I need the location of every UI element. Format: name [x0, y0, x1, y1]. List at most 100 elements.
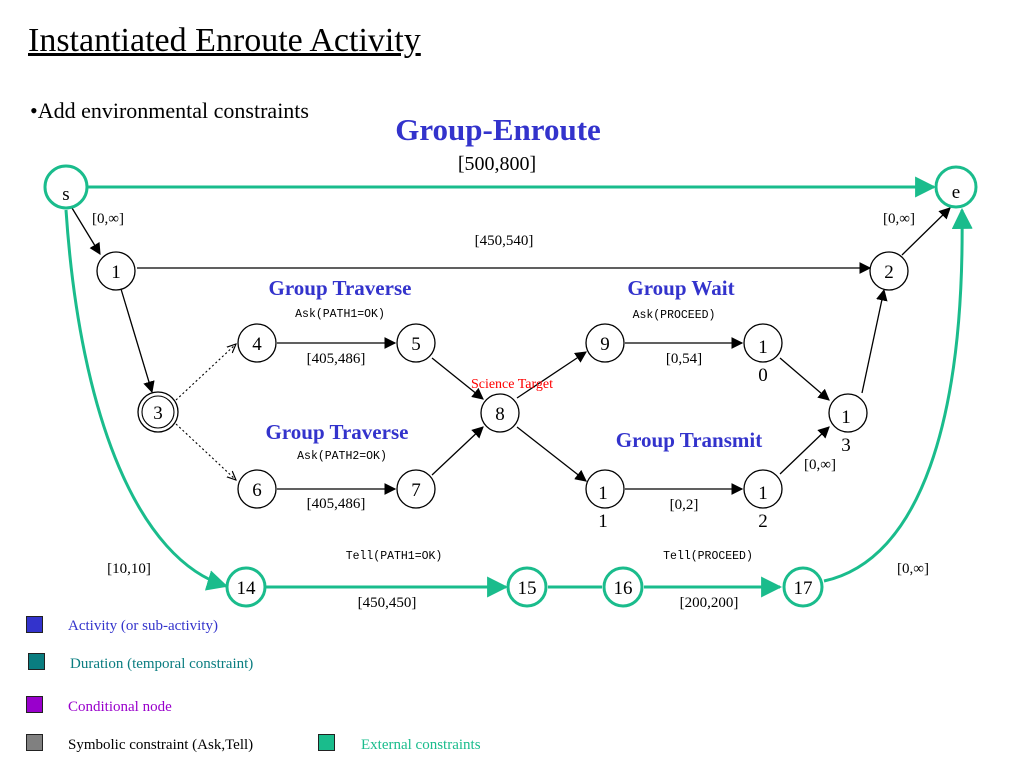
label-s-1: [0,∞] [92, 211, 124, 227]
edge-s-1 [71, 207, 101, 255]
edge-7-8 [431, 426, 484, 476]
node-7 [396, 469, 436, 509]
edge-duration-labels: [0,∞] [0,∞] [450,540] [405,486] [405,486… [92, 211, 929, 611]
edge-13-2 [861, 288, 888, 394]
node-17 [782, 566, 824, 608]
node-8 [480, 393, 520, 433]
edge-8-9 [516, 351, 587, 399]
node-6 [237, 469, 277, 509]
node-s [43, 164, 89, 210]
label-11-12: [0,2] [670, 497, 699, 513]
legend-external-label: External constraints [361, 737, 481, 753]
node-4-label: 4 [252, 334, 262, 355]
node-10-label-b: 0 [758, 365, 768, 386]
node-9-label: 9 [600, 334, 610, 355]
group-traverse-2-title: Group Traverse [266, 420, 409, 444]
node-7-label: 7 [411, 480, 421, 501]
node-14 [225, 566, 267, 608]
node-10 [743, 323, 783, 363]
external-edges [64, 176, 973, 598]
label-17-e: [0,∞] [897, 561, 929, 577]
label-14-15: [450,450] [358, 595, 417, 611]
temporal-edges [71, 207, 951, 495]
conditional-edges [175, 344, 236, 480]
edge-3-6 [175, 423, 236, 480]
node-12 [743, 469, 783, 509]
node-e-label: e [952, 182, 960, 203]
label-s-14: [10,10] [107, 561, 151, 577]
legend-symbolic-label: Symbolic constraint (Ask,Tell) [68, 737, 254, 753]
edge-s-14 [64, 209, 229, 591]
node-12-label-b: 2 [758, 511, 768, 532]
edge-2-e [901, 207, 951, 256]
edge-1-3 [120, 288, 155, 394]
legend-conditional-swatch [26, 696, 43, 713]
node-6-label: 6 [252, 480, 262, 501]
node-2 [869, 251, 909, 291]
edge-8-11 [516, 426, 587, 482]
legend-duration-swatch [28, 653, 45, 670]
group-wait-ask: Ask(PROCEED) [633, 309, 716, 322]
node-15 [506, 566, 548, 608]
label-12-13: [0,∞] [804, 457, 836, 473]
science-target-label: Science Target [471, 377, 553, 392]
node-14-label: 14 [237, 578, 257, 599]
group-traverse-2-ask: Ask(PATH2=OK) [297, 450, 387, 463]
group-wait-title: Group Wait [627, 276, 734, 300]
legend-activity-label: Activity (or sub-activity) [68, 618, 218, 634]
node-9 [585, 323, 625, 363]
group-labels: Group-Enroute [500,800] Group Traverse A… [266, 112, 763, 563]
bullet-text: •Add environmental constraints [30, 98, 309, 123]
tell-proceed-label: Tell(PROCEED) [663, 550, 753, 563]
node-4 [237, 323, 277, 363]
slide-title: Instantiated Enroute Activity [28, 22, 421, 59]
nodes: s e 1 2 3 4 5 6 7 8 9 1 0 [43, 164, 978, 608]
node-8-label: 8 [495, 404, 505, 425]
node-3-label: 3 [153, 403, 163, 424]
group-transmit-title: Group Transmit [616, 428, 762, 452]
label-4-5: [405,486] [307, 351, 366, 367]
label-2-e: [0,∞] [883, 211, 915, 227]
group-traverse-1-ask: Ask(PATH1=OK) [295, 308, 385, 321]
node-11 [585, 469, 625, 509]
edge-10-13 [779, 357, 830, 401]
edge-12-13 [779, 426, 830, 475]
tell-path1-label: Tell(PATH1=OK) [346, 550, 443, 563]
edge-3-4 [175, 344, 236, 401]
node-1-label: 1 [111, 262, 121, 283]
node-2-label: 2 [884, 262, 894, 283]
node-10-label-a: 1 [758, 337, 768, 358]
activity-title: Group-Enroute [395, 112, 601, 147]
node-16 [602, 566, 644, 608]
label-1-2: [450,540] [475, 233, 534, 249]
node-12-label-a: 1 [758, 483, 768, 504]
node-5-label: 5 [411, 334, 421, 355]
legend-duration-label: Duration (temporal constraint) [70, 656, 254, 672]
node-3-outer [137, 391, 179, 433]
group-traverse-1-title: Group Traverse [269, 276, 412, 300]
node-s-label: s [62, 184, 69, 205]
legend-activity-swatch [26, 616, 43, 633]
node-11-label-a: 1 [598, 483, 608, 504]
node-15-label: 15 [518, 578, 537, 599]
node-e [934, 165, 978, 209]
node-3-inner [141, 395, 175, 429]
legend-conditional-label: Conditional node [68, 699, 172, 715]
activity-duration: [500,800] [458, 153, 536, 175]
node-13-label-b: 3 [841, 435, 851, 456]
legend-symbolic-swatch [26, 734, 43, 751]
node-16-label: 16 [614, 578, 633, 599]
node-5 [396, 323, 436, 363]
edge-17-e [823, 207, 973, 583]
node-17-label: 17 [794, 578, 813, 599]
label-16-17: [200,200] [680, 595, 739, 611]
node-11-label-b: 1 [598, 511, 608, 532]
label-9-10: [0,54] [666, 351, 702, 367]
node-1 [96, 251, 136, 291]
label-6-7: [405,486] [307, 496, 366, 512]
edge-5-8 [431, 357, 484, 400]
legend-external-swatch [318, 734, 335, 751]
node-13-label-a: 1 [841, 407, 851, 428]
node-13 [828, 393, 868, 433]
